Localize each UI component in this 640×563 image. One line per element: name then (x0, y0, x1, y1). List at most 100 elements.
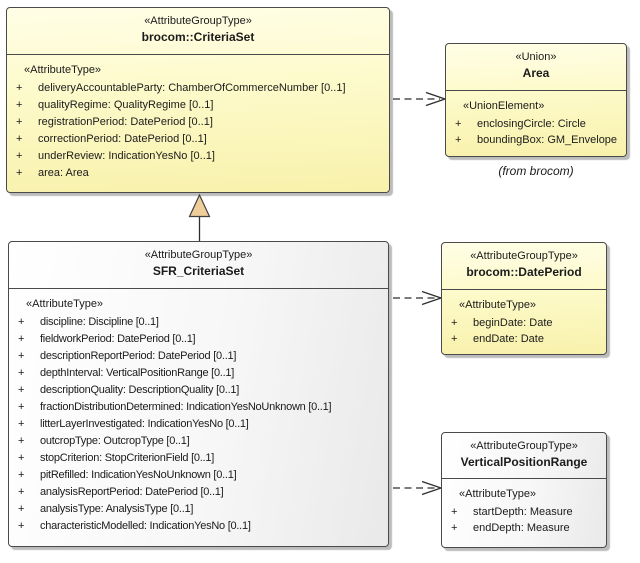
visibility-symbol: + (18, 469, 25, 481)
class-stereotype: «AttributeGroupType» (144, 15, 252, 27)
attribute-text: characteristicModelled: IndicationYesNo … (40, 520, 251, 532)
generalization-arrow (188, 193, 211, 241)
attribute-row: +correctionPeriod: DatePeriod [0..1] (7, 131, 389, 148)
attribute-row: +startDepth: Measure (442, 504, 606, 520)
visibility-symbol: + (18, 452, 25, 464)
attribute-text: pitRefilled: IndicationYesNoUnknown [0..… (40, 469, 237, 481)
attribute-text: stopCriterion: StopCriterionField [0..1] (40, 452, 215, 464)
visibility-symbol: + (16, 82, 23, 94)
attribute-row: + descriptionQuality: DescriptionQuality … (9, 382, 388, 399)
attribute-row: + fieldworkPeriod: DatePeriod [0..1] (9, 331, 388, 348)
visibility-symbol: + (18, 520, 25, 532)
class-header: «AttributeGroupType» SFR_CriteriaSet (9, 242, 388, 289)
attribute-text: depthInterval: VerticalPositionRange [0.… (40, 367, 235, 379)
attribute-text: endDepth: Measure (473, 522, 570, 534)
attribute-text: fractionDistributionDetermined: Indicati… (40, 401, 332, 413)
attribute-row: +endDate: Date (442, 331, 606, 347)
attribute-text: enclosingCircle: Circle (477, 118, 586, 130)
class-header: «AttributeGroupType» brocom::CriteriaSet (7, 8, 389, 55)
attribute-row: + area: Area (7, 165, 389, 182)
visibility-symbol: + (455, 118, 462, 130)
attribute-row: + depthInterval: VerticalPositionRange [0… (9, 365, 388, 382)
dependency-arrow-dateperiod (393, 290, 442, 306)
dependency-arrow-area (393, 91, 446, 107)
class-stereotype: «AttributeGroupType» (470, 440, 578, 452)
class-attributes-compartment: «AttributeType» + deliveryAccountablePart… (7, 55, 389, 182)
class-name: Area (522, 66, 550, 80)
attribute-text: fieldworkPeriod: DatePeriod [0..1] (40, 333, 196, 345)
class-name: SFR_CriteriaSet (152, 264, 245, 278)
visibility-symbol: + (16, 133, 23, 145)
class-area[interactable]: «Union» Area «UnionElement» + enclosingCi… (445, 43, 627, 157)
attribute-row: + analysisType: AnalysisType [0..1] (9, 501, 388, 518)
visibility-symbol: + (18, 367, 25, 379)
class-header: «AttributeGroupType» brocom::DatePeriod (442, 243, 606, 290)
visibility-symbol: + (18, 401, 25, 413)
attribute-text: registrationPeriod: DatePeriod [0..1] (38, 116, 213, 128)
class-brocom-criteriaset[interactable]: «AttributeGroupType» brocom::CriteriaSet… (6, 7, 390, 193)
attribute-text: litterLayerInvestigated: IndicationYesNo… (40, 418, 249, 430)
class-stereotype: «AttributeGroupType» (144, 249, 253, 261)
attribute-text: deliveryAccountableParty: ChamberOfComme… (38, 82, 346, 94)
attribute-text: startDepth: Measure (473, 506, 573, 518)
attribute-row: + underReview: IndicationYesNo [0..1] (7, 148, 389, 165)
class-stereotype: «AttributeGroupType» (470, 250, 578, 262)
visibility-symbol: + (18, 350, 25, 362)
attribute-row: + endDepth: Measure (442, 520, 606, 536)
attribute-row: +analysisReportPeriod: DatePeriod [0..1] (9, 484, 388, 501)
attribute-text: discipline: Discipline [0..1] (40, 316, 159, 328)
class-attributes-compartment: «UnionElement» +enclosingCircle: Circle … (446, 91, 626, 148)
attribute-text: qualityRegime: QualityRegime [0..1] (38, 99, 214, 111)
section-label: «UnionElement» (463, 100, 545, 112)
visibility-symbol: + (18, 333, 25, 345)
class-attributes-compartment: «AttributeType» + discipline: Discipline … (9, 289, 388, 535)
attribute-text: descriptionReportPeriod: DatePeriod [0..… (40, 350, 237, 362)
visibility-symbol: + (18, 418, 25, 430)
attribute-row: + outcropType: OutcropType [0..1] (9, 433, 388, 450)
attribute-row: + descriptionReportPeriod: DatePeriod [0.… (9, 348, 388, 365)
class-verticalpositionrange[interactable]: «AttributeGroupType» VerticalPositionRan… (441, 432, 607, 548)
class-header: «AttributeGroupType» VerticalPositionRan… (442, 433, 606, 479)
visibility-symbol: + (16, 99, 23, 111)
section-label: «AttributeType» (459, 488, 537, 500)
attribute-row: + characteristicModelled: IndicationYesNo… (9, 518, 388, 535)
visibility-symbol: + (451, 333, 458, 345)
class-name: brocom::CriteriaSet (141, 30, 255, 44)
class-attributes-compartment: «AttributeType» + beginDate: Date +endDat… (442, 290, 606, 347)
attribute-row: +registrationPeriod: DatePeriod [0..1] (7, 114, 389, 131)
attribute-row: + enclosingCircle: Circle (446, 116, 626, 132)
package-origin-note: (from brocom) (498, 164, 574, 178)
visibility-symbol: + (16, 150, 23, 162)
visibility-symbol: + (18, 384, 25, 396)
attribute-text: analysisReportPeriod: DatePeriod [0..1] (40, 486, 224, 498)
dependency-arrow-verticalpositionrange (393, 480, 442, 496)
class-attributes-compartment: «AttributeType» +startDepth: Measure + en… (442, 479, 606, 536)
attribute-row: + beginDate: Date (442, 315, 606, 331)
attribute-row: + discipline: Discipline [0..1] (9, 314, 388, 331)
attribute-text: descriptionQuality: DescriptionQuality [… (40, 384, 240, 396)
attribute-row: + litterLayerInvestigated: IndicationYesN… (9, 416, 388, 433)
section-label: «AttributeType» (26, 298, 104, 310)
visibility-symbol: + (18, 435, 25, 447)
visibility-symbol: + (451, 317, 458, 329)
visibility-symbol: + (451, 522, 458, 534)
class-name: brocom::DatePeriod (466, 265, 582, 279)
visibility-symbol: + (16, 167, 23, 179)
attribute-row: +boundingBox: GM_Envelope (446, 132, 626, 148)
section-label: «AttributeType» (24, 64, 102, 76)
visibility-symbol: + (455, 134, 462, 146)
section-label: «AttributeType» (459, 299, 537, 311)
class-sfr-criteriaset[interactable]: «AttributeGroupType» SFR_CriteriaSet «At… (8, 241, 389, 547)
class-header: «Union» Area (446, 44, 626, 91)
attribute-text: area: Area (38, 167, 89, 179)
attribute-text: outcropType: OutcropType [0..1] (40, 435, 190, 447)
attribute-row: + fractionDistributionDetermined: Indicat… (9, 399, 388, 416)
class-name: VerticalPositionRange (460, 455, 588, 469)
visibility-symbol: + (18, 316, 25, 328)
visibility-symbol: + (18, 503, 25, 515)
attribute-text: beginDate: Date (473, 317, 553, 329)
attribute-text: underReview: IndicationYesNo [0..1] (38, 150, 215, 162)
class-brocom-dateperiod[interactable]: «AttributeGroupType» brocom::DatePeriod … (441, 242, 607, 355)
attribute-text: analysisType: AnalysisType [0..1] (40, 503, 194, 515)
